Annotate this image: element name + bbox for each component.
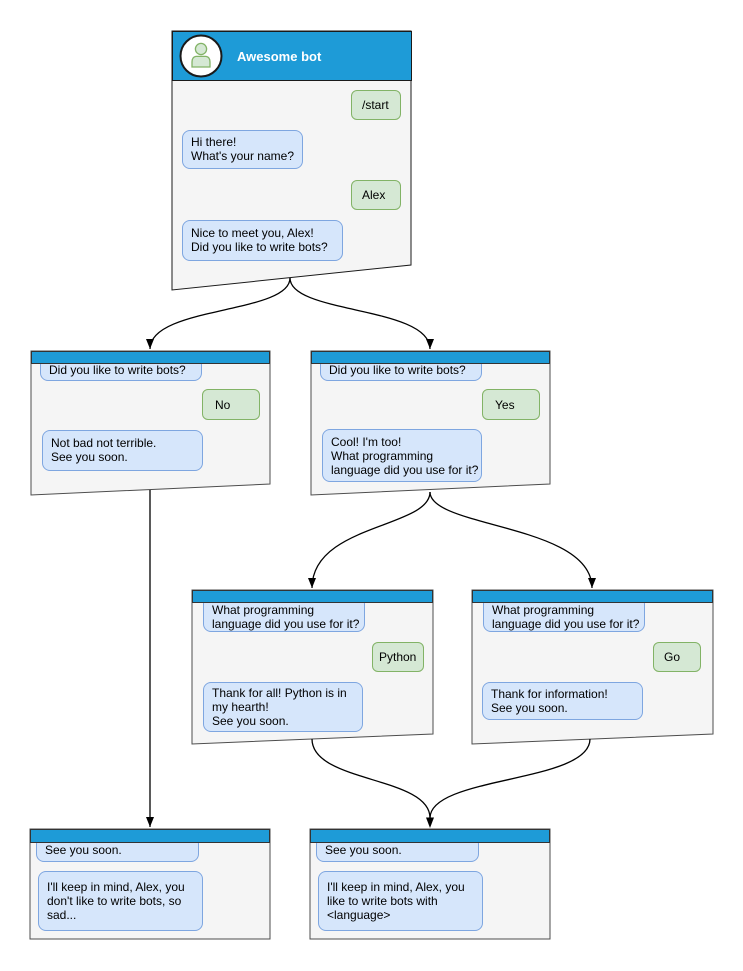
branch-go-titlebar [472,590,713,603]
branch-no-titlebar [31,351,270,364]
bot-message-nice-to-meet: Nice to meet you, Alex! Did you like to … [182,220,343,261]
bot-name-title: Awesome bot [237,48,322,64]
user-message-name: Alex [351,180,401,210]
arrow-root-to-no [146,277,291,350]
arrow-yes-to-go [429,491,596,589]
bot-message-not-bad: Not bad not terrible. See you soon. [42,430,203,471]
bot-message-thanks-python: Thank for all! Python is in my hearth! S… [203,682,363,732]
bot-message-keep-in-mind-no: I'll keep in mind, Alex, you don't like … [38,871,203,931]
arrow-root-to-yes [289,277,434,350]
bot-message-cool: Cool! I'm too! What programming language… [322,429,482,482]
merge-arrowhead-icon [426,817,434,828]
root-window-header: Awesome bot [172,31,412,81]
user-message-start: /start [351,90,401,120]
end-no-titlebar [30,829,270,843]
end-yes-titlebar [310,829,550,843]
arrow-go-to-end [429,738,591,819]
user-message-no: No [202,389,260,420]
bot-message-thanks-go: Thank for information! See you soon. [482,682,643,720]
arrow-python-to-end [311,738,431,819]
user-message-yes: Yes [482,389,540,420]
user-message-python: Python [372,642,424,672]
user-message-go: Go [653,642,701,672]
branch-yes-titlebar [311,351,550,364]
arrow-yes-to-python [308,491,431,589]
branch-python-titlebar [192,590,433,603]
bot-message-greeting: Hi there! What's your name? [182,130,303,169]
bot-message-keep-in-mind-yes: I'll keep in mind, Alex, you like to wri… [318,871,483,931]
bot-avatar-icon [179,34,223,78]
